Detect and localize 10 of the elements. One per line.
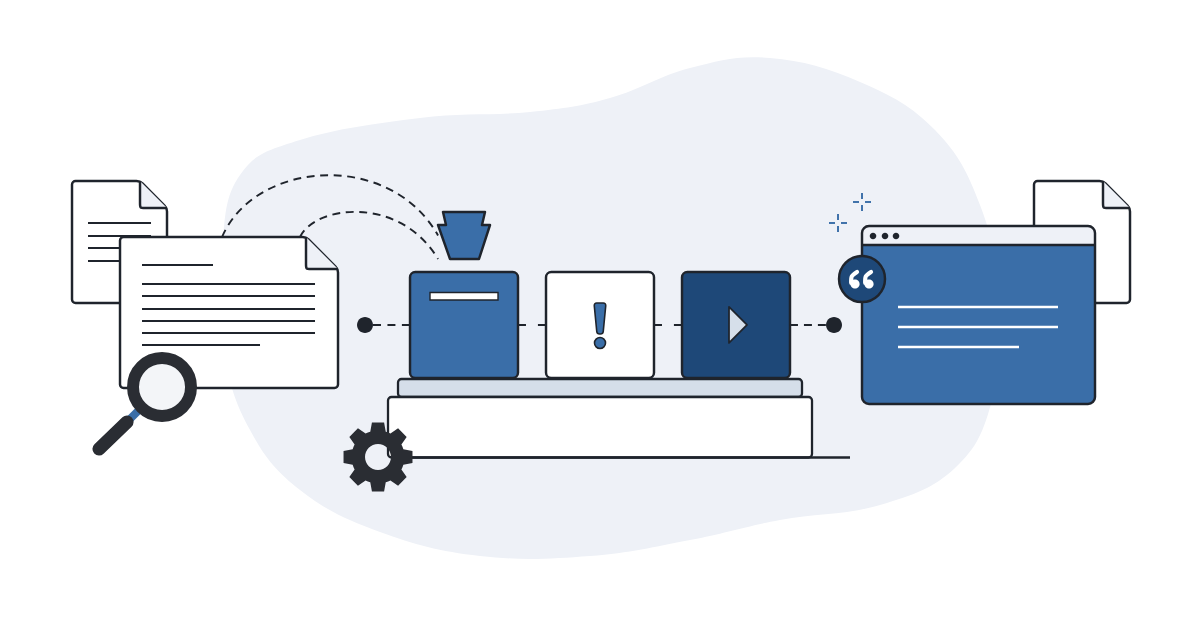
dashed-line bbox=[653, 324, 683, 326]
dot bbox=[357, 317, 373, 333]
dashed-arc bbox=[221, 174, 439, 238]
dashed-line bbox=[517, 324, 547, 326]
document bbox=[118, 235, 340, 390]
dashed-line bbox=[372, 324, 411, 326]
funnel bbox=[436, 210, 492, 261]
dashed-arc bbox=[299, 211, 439, 260]
dot bbox=[826, 317, 842, 333]
dashed-line bbox=[789, 324, 827, 326]
